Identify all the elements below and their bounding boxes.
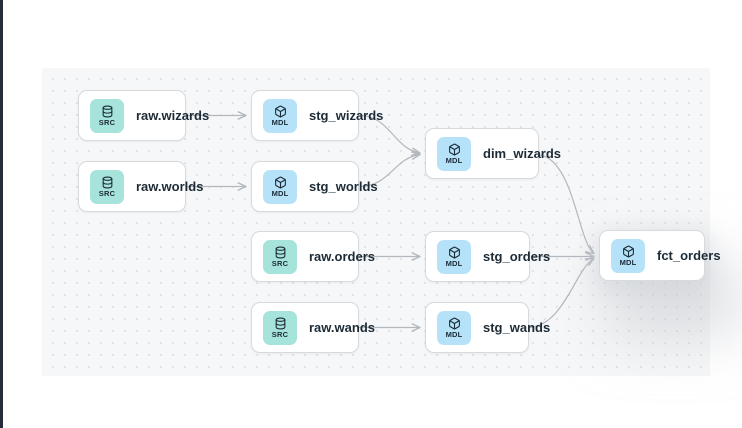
edge-dim-wizards-fct-orders: [539, 154, 595, 255]
badge-label: SRC: [98, 188, 116, 198]
node-label: fct_orders: [657, 248, 721, 263]
node-dim-wizards[interactable]: MDL dim_wizards: [425, 128, 561, 179]
cube-icon: [448, 143, 460, 156]
node-label: raw.orders: [309, 249, 375, 264]
node-type-badge: MDL: [263, 169, 297, 204]
window-edge-strip: [0, 0, 3, 428]
node-raw-wizards[interactable]: SRC raw.wizards: [78, 90, 209, 141]
node-label: raw.worlds: [136, 179, 204, 194]
cube-icon: [448, 246, 460, 259]
node-type-badge: MDL: [263, 98, 297, 133]
node-label: raw.wizards: [136, 108, 210, 123]
cube-icon: [448, 317, 460, 330]
badge-label: MDL: [445, 155, 463, 165]
badge-label: MDL: [271, 117, 289, 127]
node-type-badge: MDL: [437, 310, 471, 345]
cube-icon: [622, 245, 634, 258]
badge-label: MDL: [445, 258, 463, 268]
edge-stg-wands-fct-orders: [529, 257, 595, 329]
node-label: stg_orders: [483, 249, 551, 264]
node-label: dim_wizards: [483, 146, 562, 161]
badge-label: SRC: [271, 258, 289, 268]
node-stg-wands[interactable]: MDL stg_wands: [425, 302, 550, 353]
node-type-badge: SRC: [90, 98, 124, 133]
badge-label: MDL: [271, 188, 289, 198]
database-icon: [275, 246, 285, 259]
database-icon: [102, 105, 112, 118]
node-stg-orders[interactable]: MDL stg_orders: [425, 231, 550, 282]
node-label: stg_wands: [483, 320, 551, 335]
cube-icon: [274, 105, 286, 118]
badge-label: SRC: [271, 329, 289, 339]
database-icon: [102, 176, 112, 189]
badge-label: SRC: [98, 117, 116, 127]
lineage-canvas[interactable]: SRC raw.wizards MDL stg_wizards SRC raw.…: [42, 68, 721, 376]
node-raw-wands[interactable]: SRC raw.wands: [251, 302, 375, 353]
node-label: stg_wizards: [309, 108, 384, 123]
node-type-badge: SRC: [90, 169, 124, 204]
node-type-badge: SRC: [263, 310, 297, 345]
node-type-badge: MDL: [611, 238, 645, 273]
node-label: raw.wands: [309, 320, 375, 335]
node-type-badge: MDL: [437, 239, 471, 274]
node-raw-worlds[interactable]: SRC raw.worlds: [78, 161, 203, 212]
badge-label: MDL: [445, 329, 463, 339]
node-fct-orders[interactable]: MDL fct_orders: [599, 230, 721, 281]
cube-icon: [274, 176, 286, 189]
database-icon: [275, 317, 285, 330]
node-raw-orders[interactable]: SRC raw.orders: [251, 231, 375, 282]
node-stg-worlds[interactable]: MDL stg_worlds: [251, 161, 378, 212]
node-stg-wizards[interactable]: MDL stg_wizards: [251, 90, 383, 141]
badge-label: MDL: [619, 257, 637, 267]
node-type-badge: SRC: [263, 239, 297, 274]
node-label: stg_worlds: [309, 179, 378, 194]
node-type-badge: MDL: [437, 136, 471, 171]
